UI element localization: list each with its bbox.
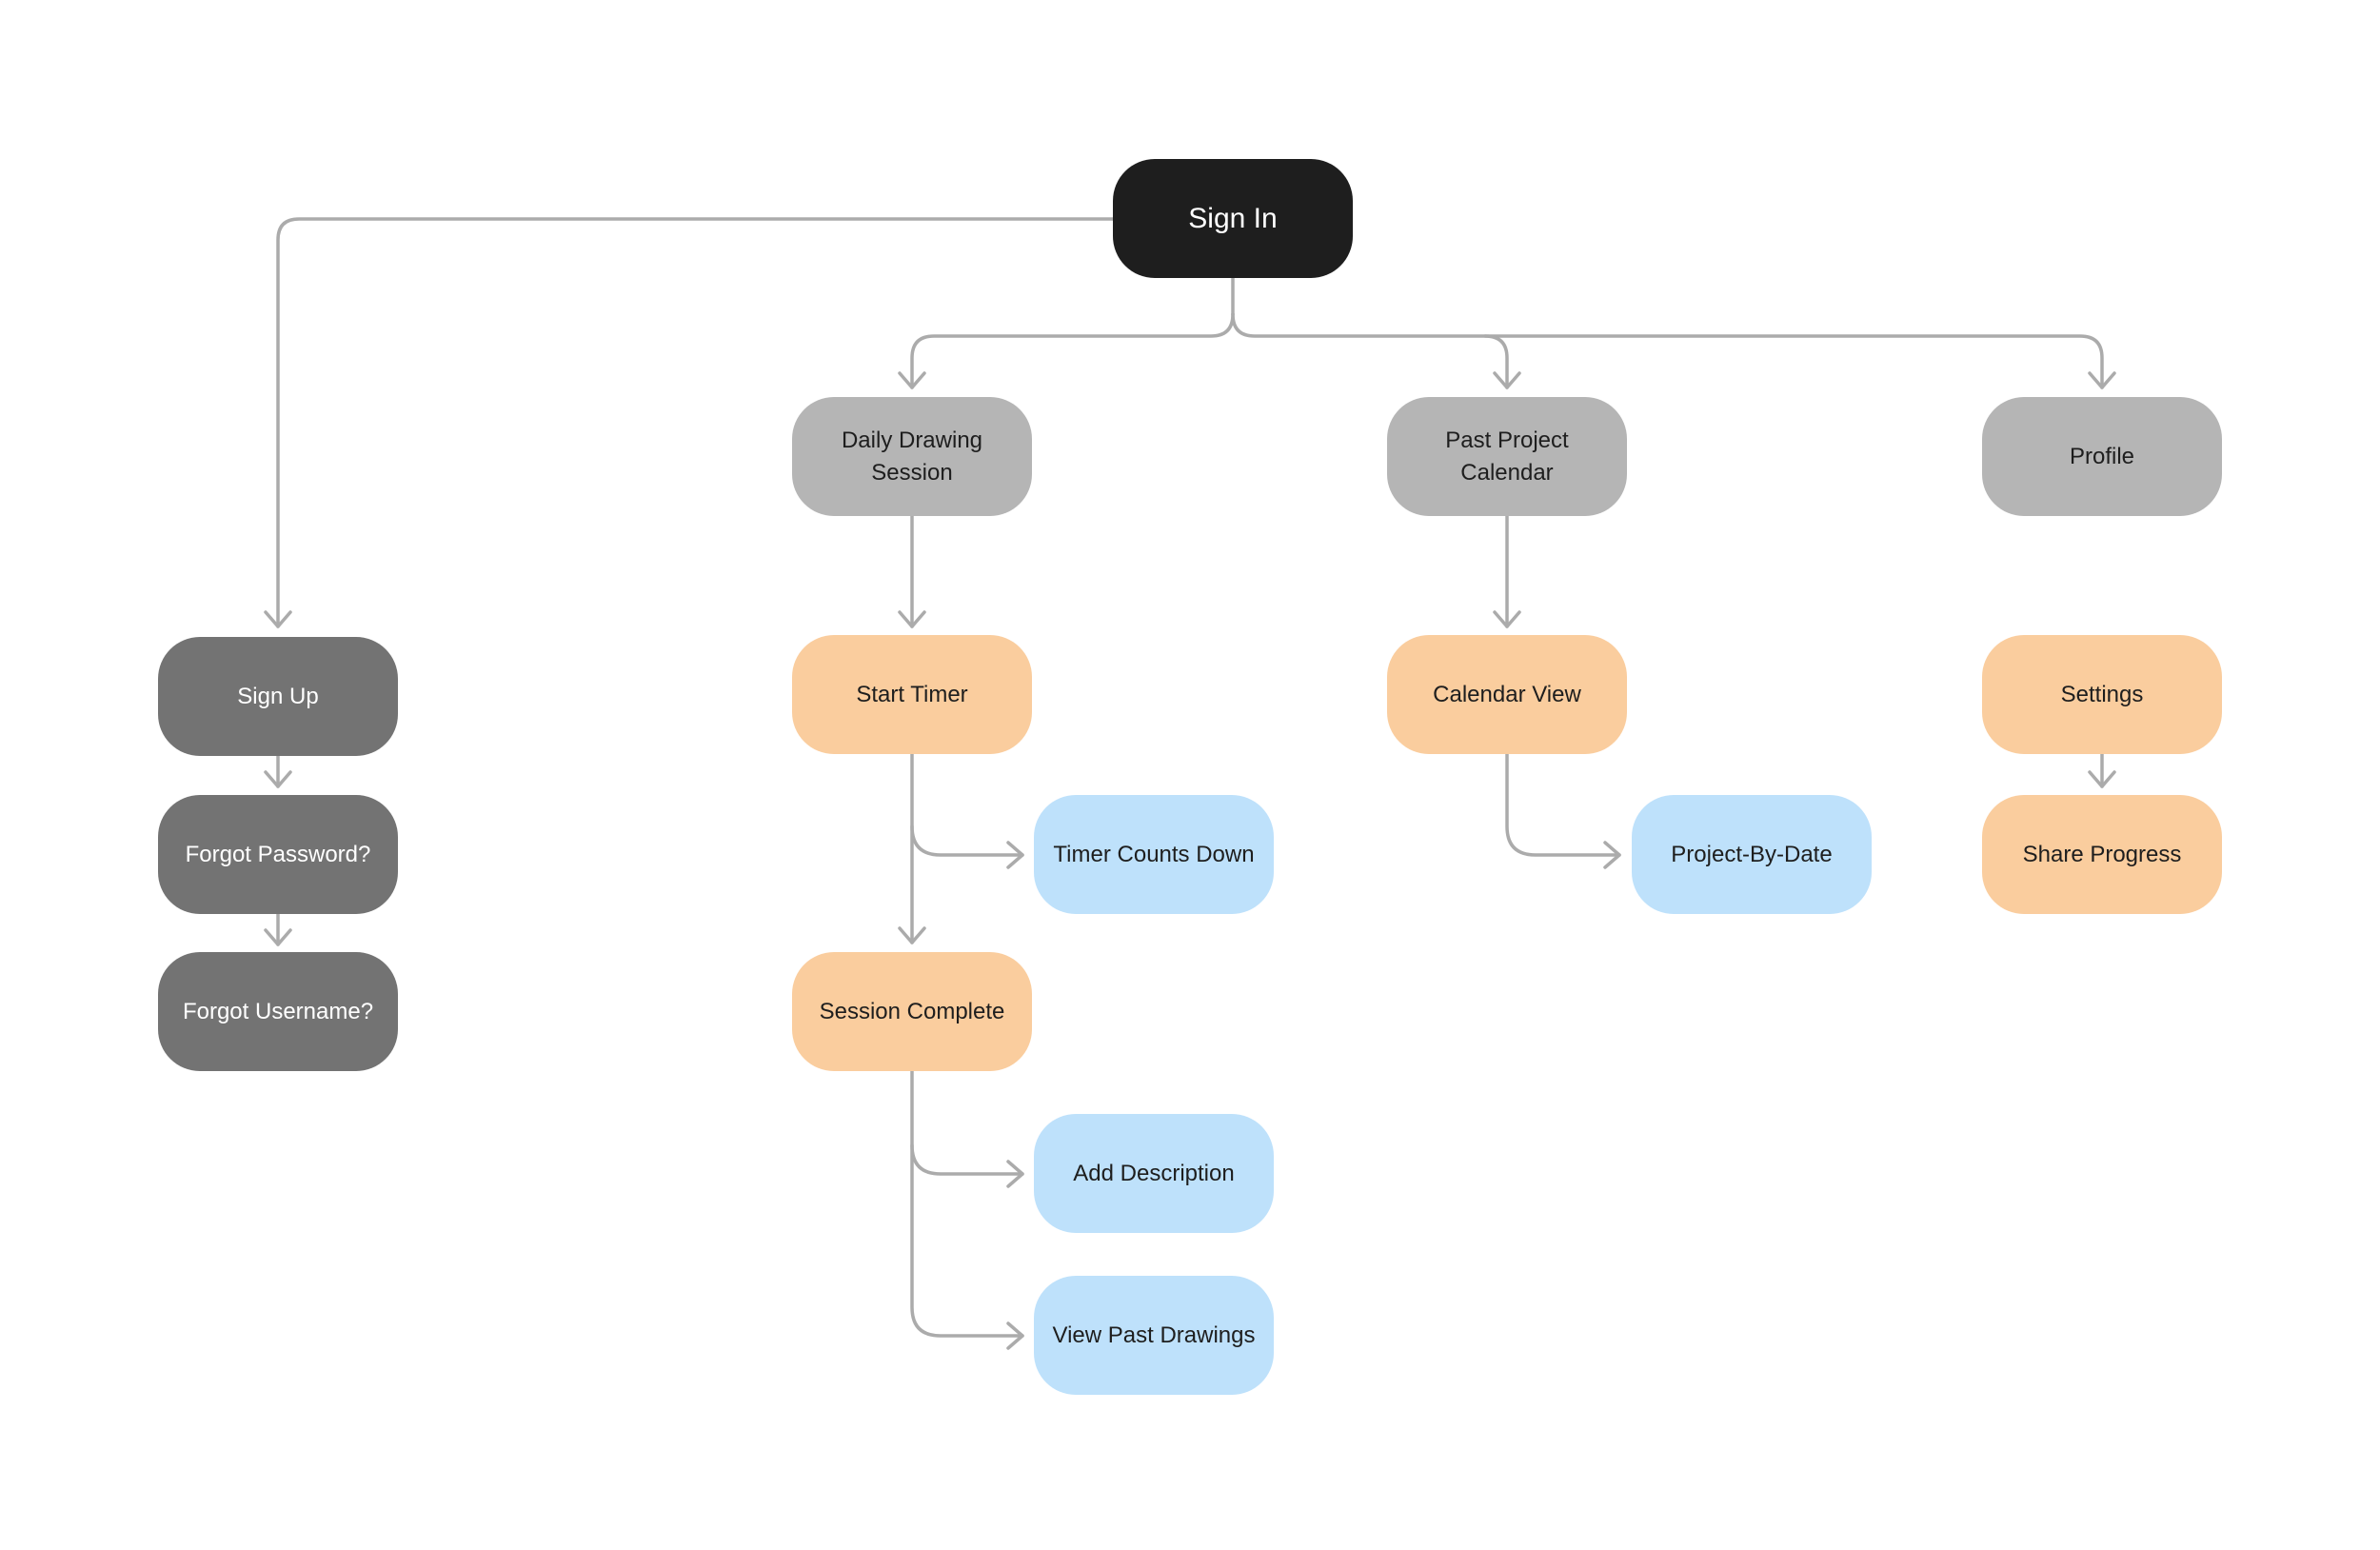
node-forgot-username[interactable]: Forgot Username? [158, 952, 398, 1071]
node-forgot-password[interactable]: Forgot Password? [158, 795, 398, 914]
edge-sign-in-to-profile [1231, 312, 2116, 389]
node-project-by-date-label: Project-By-Date [1671, 841, 1833, 867]
node-sign-in-label: Sign In [1188, 202, 1278, 234]
node-past-project-calendar-label: Past Project Calendar [1445, 427, 1569, 486]
edge-sign-in-to-daily-drawing-session [898, 312, 1235, 389]
node-daily-drawing-session-label: Daily Drawing Session [841, 427, 983, 486]
edge-session-complete-to-add-description [910, 1143, 1024, 1188]
node-calendar-view[interactable]: Calendar View [1387, 635, 1627, 754]
node-view-past-drawings[interactable]: View Past Drawings [1034, 1276, 1274, 1395]
node-profile[interactable]: Profile [1982, 397, 2222, 516]
node-start-timer-label: Start Timer [856, 681, 968, 707]
node-share-progress-label: Share Progress [2022, 841, 2182, 867]
edge-sign-in-to-past-project-calendar [1483, 334, 1521, 389]
node-daily-drawing-session[interactable]: Daily Drawing Session [792, 397, 1032, 516]
node-view-past-drawings-label: View Past Drawings [1052, 1321, 1256, 1348]
node-session-complete[interactable]: Session Complete [792, 952, 1032, 1071]
edge-session-complete-to-view-past-drawings [910, 1069, 1024, 1350]
node-timer-counts-down-label: Timer Counts Down [1053, 841, 1255, 867]
node-calendar-view-label: Calendar View [1433, 681, 1581, 707]
edge-start-timer-to-timer-counts-down [910, 825, 1024, 869]
node-forgot-password-label: Forgot Password? [185, 841, 371, 867]
node-sign-up-label: Sign Up [237, 683, 319, 709]
node-add-description[interactable]: Add Description [1034, 1114, 1274, 1233]
node-forgot-username-label: Forgot Username? [182, 998, 374, 1024]
node-start-timer[interactable]: Start Timer [792, 635, 1032, 754]
node-past-project-calendar[interactable]: Past Project Calendar [1387, 397, 1627, 516]
edge-calendar-view-to-project-by-date [1505, 752, 1621, 869]
node-profile-label: Profile [2069, 443, 2135, 469]
node-share-progress[interactable]: Share Progress [1982, 795, 2222, 914]
node-settings[interactable]: Settings [1982, 635, 2222, 754]
node-timer-counts-down[interactable]: Timer Counts Down [1034, 795, 1274, 914]
node-sign-in[interactable]: Sign In [1113, 159, 1353, 278]
node-add-description-label: Add Description [1073, 1160, 1235, 1186]
node-sign-up[interactable]: Sign Up [158, 637, 398, 756]
node-project-by-date[interactable]: Project-By-Date [1632, 795, 1872, 914]
node-session-complete-label: Session Complete [819, 998, 1005, 1024]
node-settings-label: Settings [2060, 681, 2144, 707]
